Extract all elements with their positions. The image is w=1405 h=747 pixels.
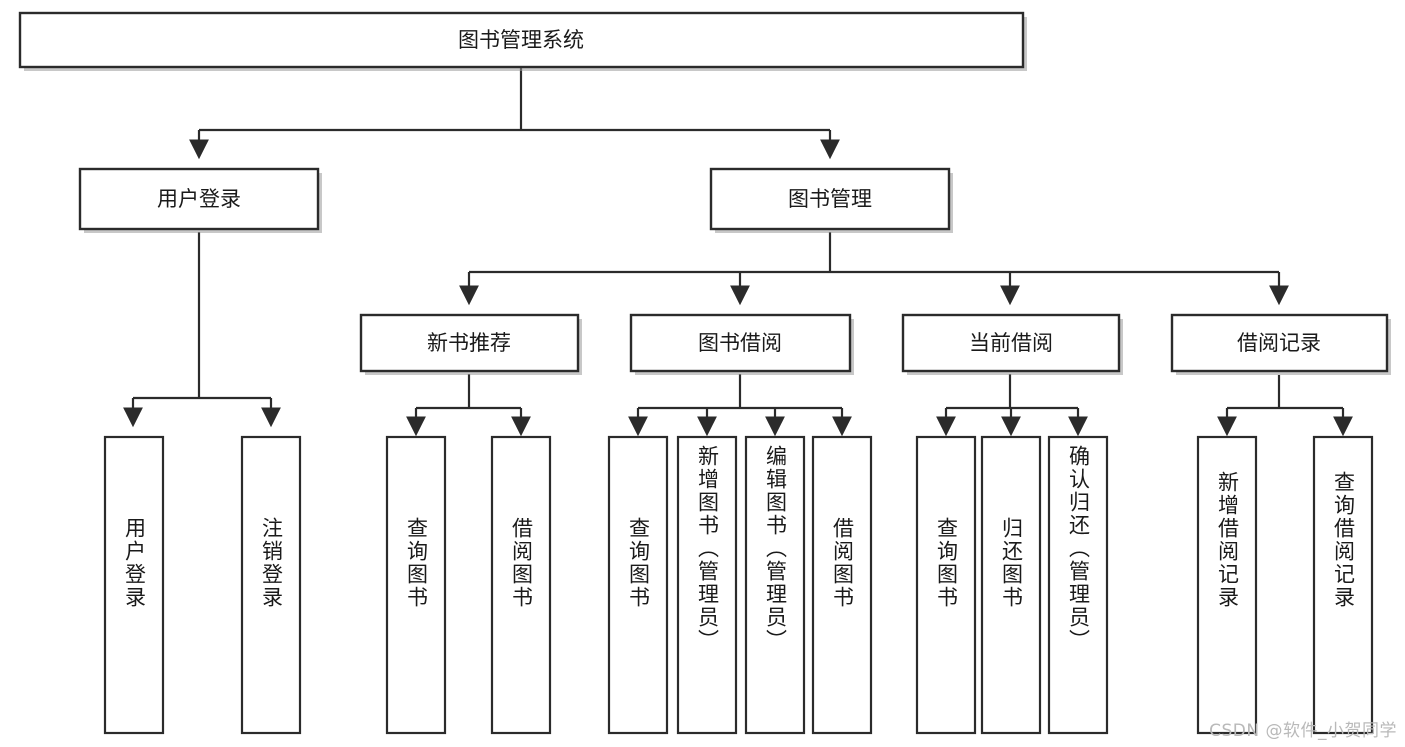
node-current-borrow[interactable]: 当前借阅 [901,313,1123,375]
node-new-book-recommend[interactable]: 新书推荐 [359,313,582,375]
leaf-box[interactable] [744,435,806,735]
leaf-box[interactable] [980,435,1042,735]
connector-group-current-borrow [936,374,1088,437]
watermark-text: CSDN @软件_小贺同学 [1209,721,1397,741]
leaf-boxes-borrow-record [1196,435,1374,735]
node-label-new-book-recommend: 新书推荐 [427,331,511,355]
node-label-current-borrow: 当前借阅 [969,331,1053,355]
connector-group-book-mgmt [459,232,1289,306]
leaf-box[interactable] [811,435,873,735]
node-root-system[interactable]: 图书管理系统 [18,11,1027,71]
node-label-book-management: 图书管理 [788,187,872,211]
node-book-management[interactable]: 图书管理 [709,167,953,233]
leaf-box[interactable] [240,435,302,735]
leaf-box[interactable] [1047,435,1109,735]
node-label-book-borrow: 图书借阅 [698,331,782,355]
leaf-box[interactable] [1312,435,1374,735]
connector-group-book-borrow [628,374,852,437]
leaf-box[interactable] [385,435,447,735]
leaf-box[interactable] [915,435,977,735]
leaf-box[interactable] [490,435,552,735]
leaf-box[interactable] [607,435,669,735]
node-label-user-login: 用户登录 [157,187,241,211]
node-borrow-record[interactable]: 借阅记录 [1170,313,1391,375]
connector-group-new-book [406,374,531,437]
node-label-borrow-record: 借阅记录 [1237,331,1321,355]
leaf-box[interactable] [1196,435,1258,735]
leaf-boxes-new-book-recommend [385,435,552,735]
connector-group-root [189,67,840,160]
leaf-boxes-current-borrow [915,435,1109,735]
connector-group-user-login [123,232,281,428]
leaf-boxes-user-login [103,435,302,735]
node-user-login[interactable]: 用户登录 [78,167,322,233]
connector-group-borrow-record [1217,375,1353,437]
node-label-root: 图书管理系统 [458,28,584,52]
node-book-borrow[interactable]: 图书借阅 [629,313,854,375]
leaf-boxes-book-borrow [607,435,873,735]
leaf-box[interactable] [676,435,738,735]
leaf-box[interactable] [103,435,165,735]
